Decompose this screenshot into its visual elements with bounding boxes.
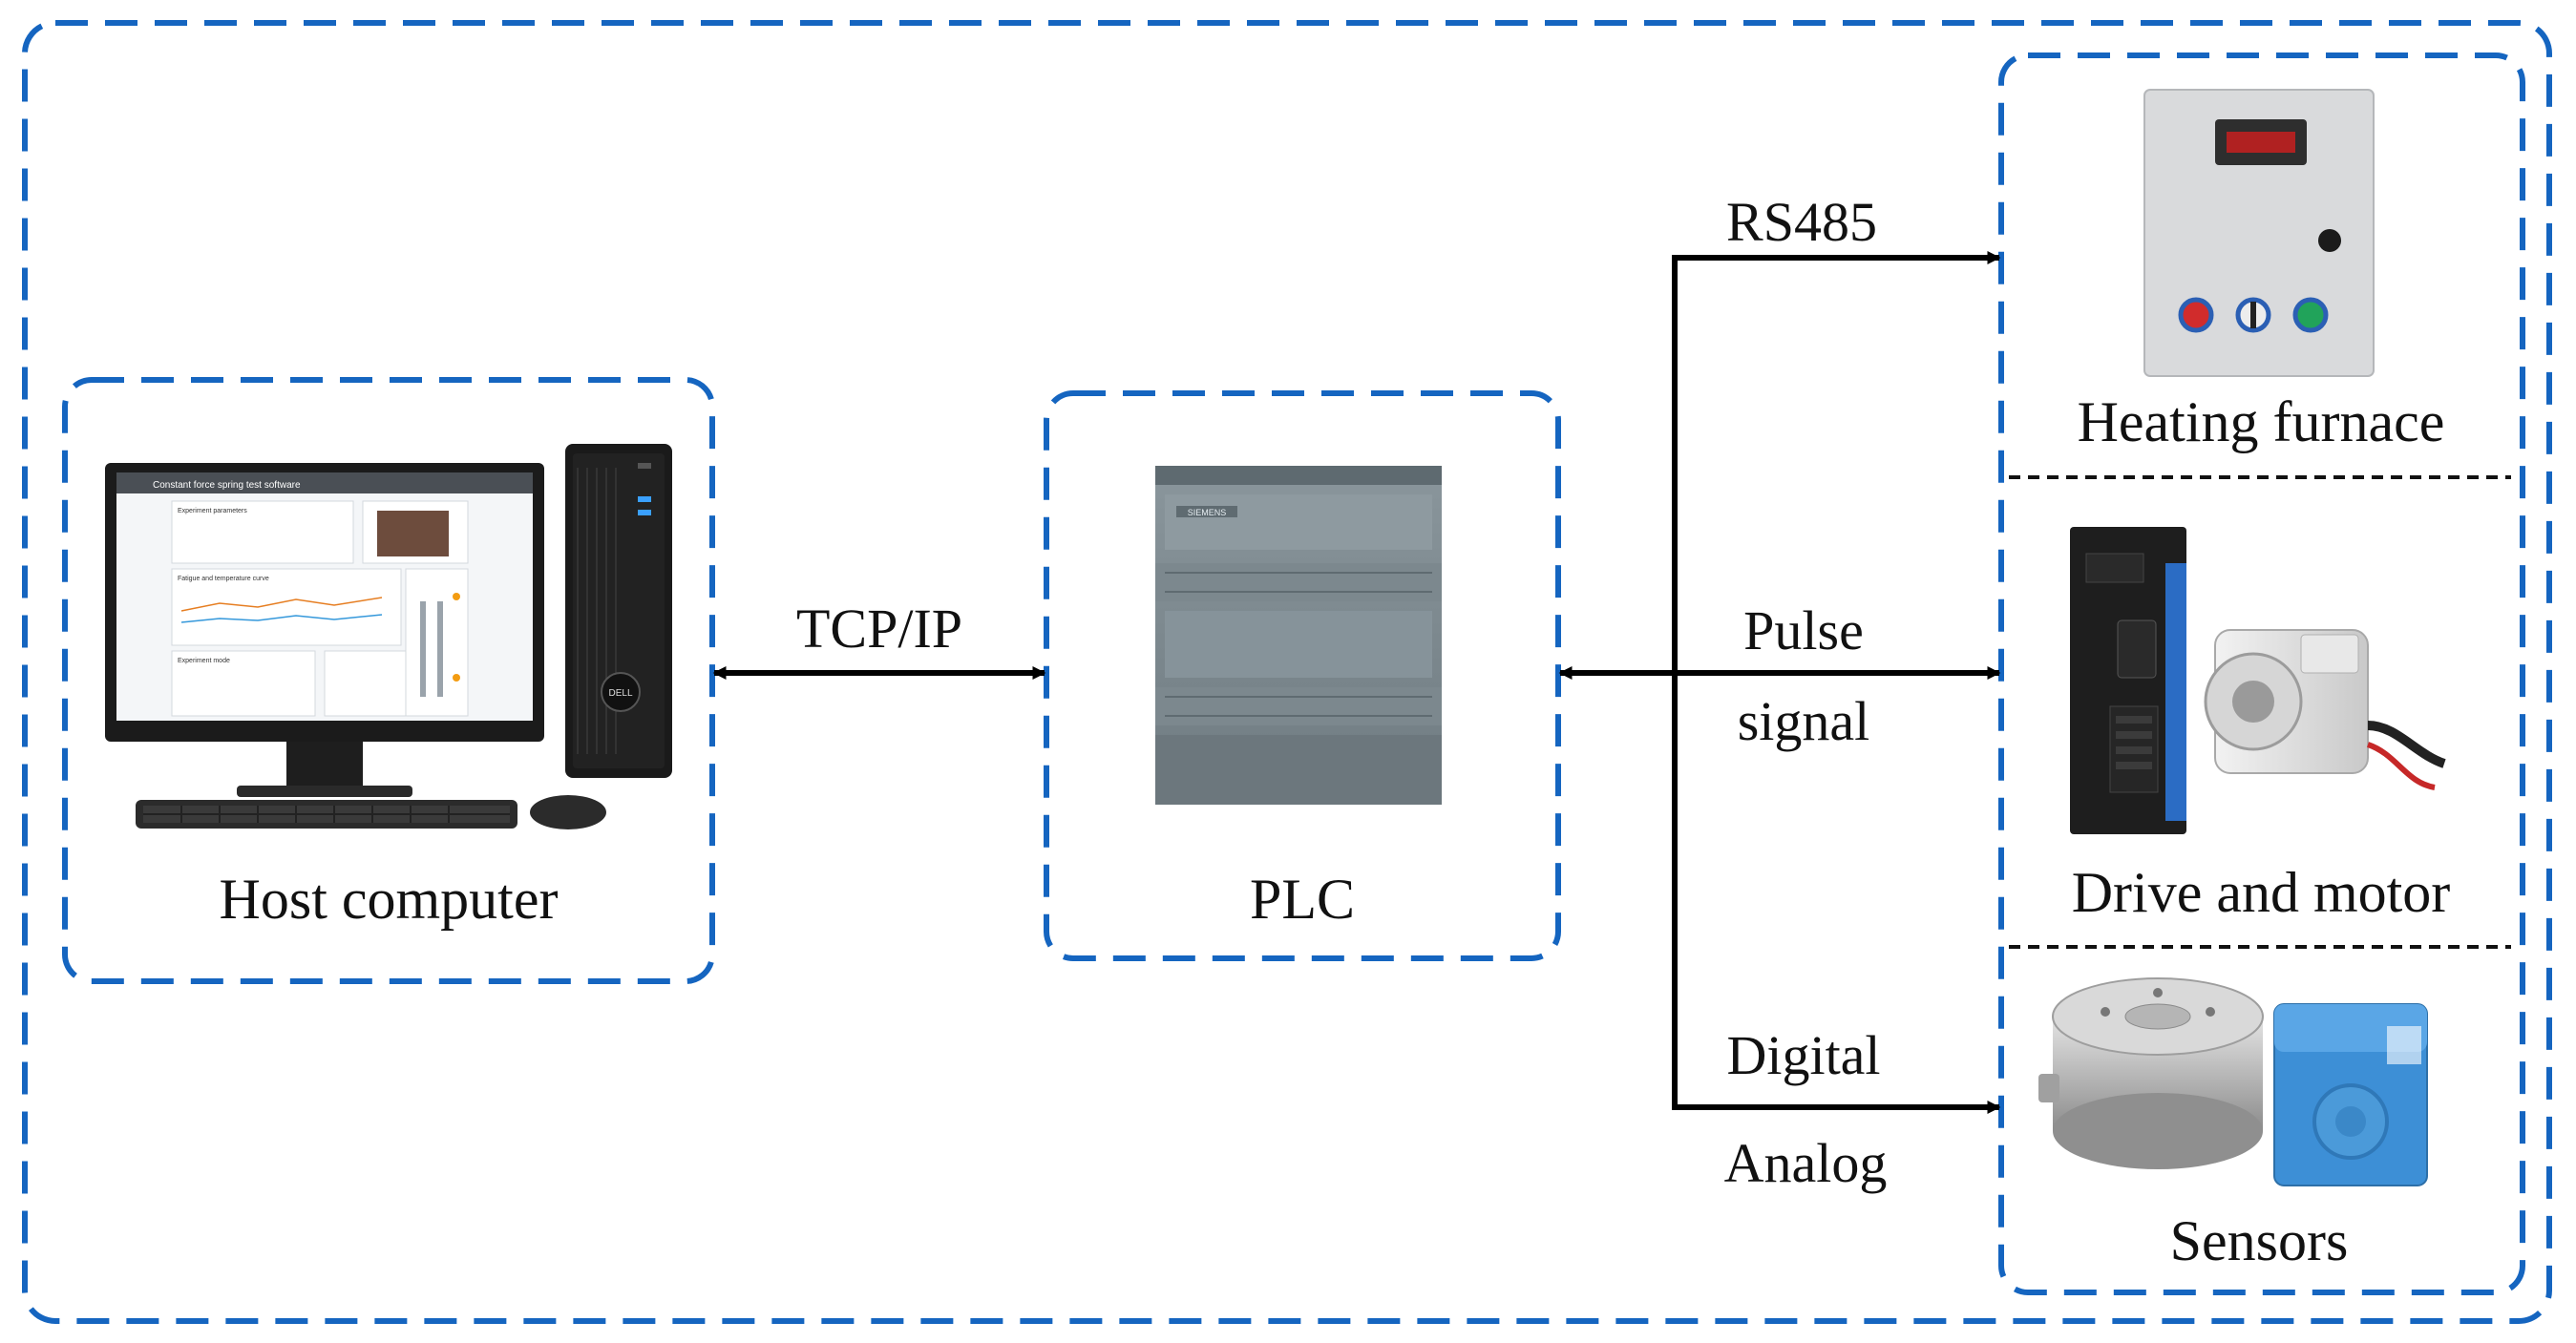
- rs485-label: RS485: [1726, 191, 1877, 253]
- screen-title: Constant force spring test software: [153, 480, 301, 491]
- plc-box: [1044, 390, 1561, 961]
- plc-brand: SIEMENS: [1188, 508, 1227, 517]
- screen-section-curve: Fatigue and temperature curve: [178, 576, 269, 582]
- motor-icon: [2204, 629, 2446, 790]
- pulse-label-line1: Pulse: [1743, 599, 1864, 661]
- heating-furnace-icon: [2143, 89, 2375, 377]
- devices-box: [1998, 52, 2525, 1295]
- host-computer-node: Constant force spring test software Expe…: [62, 377, 715, 984]
- plc-node: SIEMENS PLC: [1044, 390, 1561, 961]
- drive-motor-label: Drive and motor: [2072, 861, 2451, 924]
- pulse-label-line2: signal: [1738, 690, 1870, 752]
- monitor-icon: Constant force spring test software Expe…: [105, 463, 544, 797]
- heating-furnace-label: Heating furnace: [2078, 390, 2445, 453]
- io-label-line2: Analog: [1724, 1132, 1888, 1194]
- screen-section-mode: Experiment mode: [178, 658, 230, 664]
- tcp-ip-label: TCP/IP: [796, 598, 962, 660]
- load-cell-icon: [2038, 977, 2264, 1169]
- keyboard-icon: [136, 800, 517, 829]
- plc-label: PLC: [1250, 868, 1355, 931]
- drive-icon: [2070, 527, 2186, 834]
- pc-tower-icon: DELL: [565, 444, 672, 778]
- proximity-sensor-icon: [2273, 1003, 2428, 1186]
- mouse-icon: [530, 795, 606, 829]
- plc-device-icon: SIEMENS: [1155, 466, 1442, 805]
- screen-section-params: Experiment parameters: [178, 508, 247, 514]
- io-label-line1: Digital: [1726, 1024, 1880, 1086]
- host-computer-label: Host computer: [220, 868, 559, 931]
- devices-group: Heating furnace Drive and motor: [1998, 52, 2525, 1295]
- sensors-label: Sensors: [2170, 1209, 2349, 1272]
- pc-brand: DELL: [608, 688, 632, 699]
- connections: TCP/IP RS485 Pulse signal Digital Analog: [712, 191, 2001, 1194]
- host-computer-box: [62, 377, 715, 984]
- outer-boundary: [22, 20, 2552, 1324]
